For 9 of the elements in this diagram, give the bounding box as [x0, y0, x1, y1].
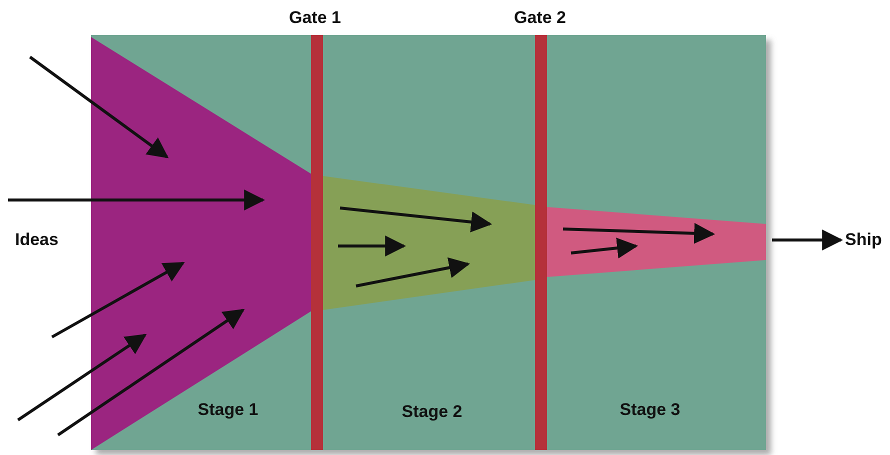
gate-label: Gate 1 — [289, 8, 341, 28]
arrow — [772, 230, 844, 250]
stage-label: Stage 3 — [620, 400, 680, 420]
stage-funnel-section — [547, 207, 766, 277]
input-label: Ideas — [15, 230, 58, 250]
gate-label: Gate 2 — [514, 8, 566, 28]
output-label: Ship — [845, 230, 882, 250]
stage-label: Stage 2 — [402, 402, 462, 422]
stage-label: Stage 1 — [198, 400, 258, 420]
